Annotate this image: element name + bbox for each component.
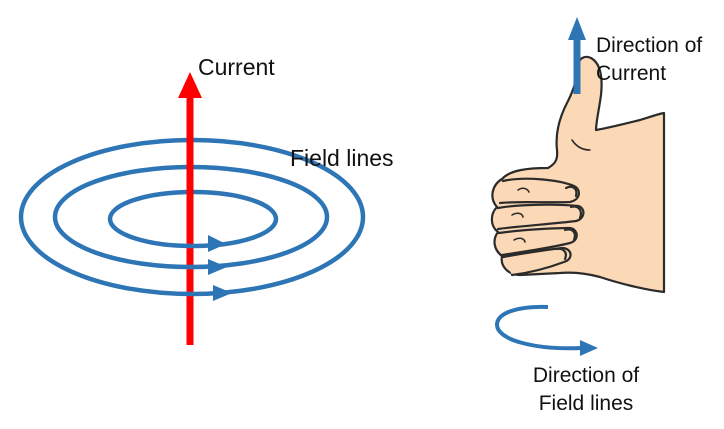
direction-of-current-line-2: Current — [596, 62, 667, 85]
field-arrowhead-outer — [213, 285, 232, 301]
direction-of-field-lines-arrow — [495, 304, 598, 356]
field-line-middle-front — [52, 216, 330, 270]
direction-of-field-lines-label: Direction of Field lines — [516, 362, 656, 418]
thumbs-up-hand-icon — [490, 55, 666, 294]
current-wire — [178, 72, 202, 345]
direction-of-field-lines-line-2: Field lines — [538, 392, 634, 415]
field-line-inner-front — [107, 218, 279, 249]
field-arrowhead-inner — [208, 235, 226, 252]
current-label: Current — [198, 54, 275, 80]
field-lines-label: Field lines — [290, 145, 394, 171]
direction-of-field-lines-line-1: Direction of — [532, 364, 640, 387]
field-arrowhead-middle — [208, 259, 227, 275]
direction-of-current-label: Direction of Current — [596, 32, 721, 88]
current-arrowhead — [178, 72, 202, 98]
direction-of-current-line-1: Direction of — [596, 34, 703, 57]
direction-of-current-arrow — [568, 17, 586, 94]
field-lines-front-group — [18, 216, 366, 301]
field-line-outer-front — [18, 216, 366, 297]
